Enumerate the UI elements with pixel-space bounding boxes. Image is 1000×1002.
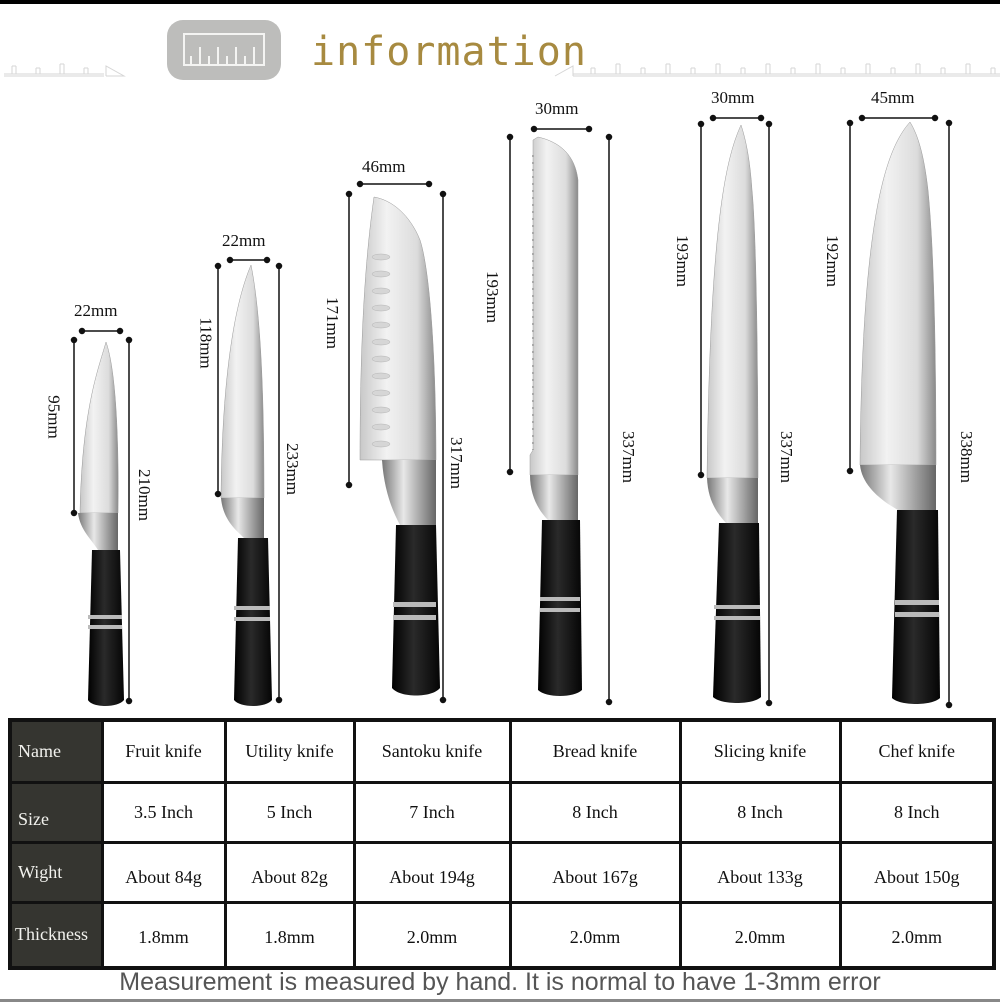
table-cell: About 194g [352,840,512,904]
bottom-border [0,999,1000,1002]
santoku-blade-length-label: 171mm [322,297,342,349]
top-border [0,0,1000,4]
bread-blade-length-label: 193mm [482,271,502,323]
table-cell: 1.8mm [100,900,227,970]
row-header-name: Name [8,718,104,784]
table-cell: 2.0mm [838,900,996,970]
table-row-size: Size 3.5 Inch 5 Inch 7 Inch 8 Inch 8 Inc… [8,780,996,844]
fruit-knife-image [70,327,133,706]
table-cell: About 82g [223,840,356,904]
ruler-icon [183,33,265,66]
table-cell: 7 Inch [352,780,512,844]
table-cell: Utility knife [223,718,356,784]
table-cell: Santoku knife [352,718,512,784]
knife-illustrations [70,114,953,709]
table-row-thickness: Thickness 1.8mm 1.8mm 2.0mm 2.0mm 2.0mm … [8,900,996,970]
ruler-badge [167,20,281,80]
santoku-total-length-label: 317mm [446,437,466,489]
row-header-weight: Wight [8,840,104,904]
table-cell: Slicing knife [678,718,842,784]
table-cell: About 133g [678,840,842,904]
section-header: information [0,14,1000,94]
slicing-width-label: 30mm [711,88,755,107]
table-cell: About 84g [100,840,227,904]
table-cell: 8 Inch [678,780,842,844]
chef-total-length-label: 338mm [956,431,976,483]
fruit-blade-length-label: 95mm [44,395,64,439]
bread-knife-image [506,125,613,706]
fruit-total-length-label: 210mm [134,469,154,521]
utility-width-label: 22mm [222,231,266,250]
table-cell: 1.8mm [223,900,356,970]
ruler-decoration-right [554,63,1000,77]
spec-table: Name Fruit knife Utility knife Santoku k… [8,718,996,970]
bread-total-length-label: 337mm [618,431,638,483]
fruit-width-label: 22mm [74,301,118,320]
table-row-weight: Wight About 84g About 82g About 194g Abo… [8,840,996,904]
table-cell: About 150g [838,840,996,904]
row-header-thickness: Thickness [8,900,104,970]
table-cell: 2.0mm [352,900,512,970]
table-row-name: Name Fruit knife Utility knife Santoku k… [8,718,996,784]
table-cell: 8 Inch [508,780,682,844]
table-cell: Chef knife [838,718,996,784]
row-header-size: Size [8,780,104,844]
slicing-knife-image [697,114,773,707]
table-cell: 3.5 Inch [100,780,227,844]
chef-width-label: 45mm [871,88,915,107]
bread-width-label: 30mm [535,99,579,118]
utility-blade-length-label: 118mm [196,317,216,369]
table-cell: Bread knife [508,718,682,784]
page-title: information [311,29,587,75]
santoku-width-label: 46mm [362,157,406,176]
slicing-blade-length-label: 193mm [672,235,692,287]
table-cell: 5 Inch [223,780,356,844]
table-cell: 2.0mm [508,900,682,970]
measurement-disclaimer: Measurement is measured by hand. It is n… [119,968,881,996]
chef-knife-image [846,114,953,709]
table-cell: 2.0mm [678,900,842,970]
santoku-knife-image [345,180,447,704]
utility-knife-image [214,256,283,706]
table-cell: About 167g [508,840,682,904]
table-cell: Fruit knife [100,718,227,784]
utility-total-length-label: 233mm [282,443,302,495]
table-cell: 8 Inch [838,780,996,844]
knife-diagram: 22mm 95mm 210mm 22mm 118mm 233mm 46mm 17… [0,80,1000,715]
chef-blade-length-label: 192mm [822,235,842,287]
ruler-decoration-left [4,63,126,77]
slicing-total-length-label: 337mm [776,431,796,483]
